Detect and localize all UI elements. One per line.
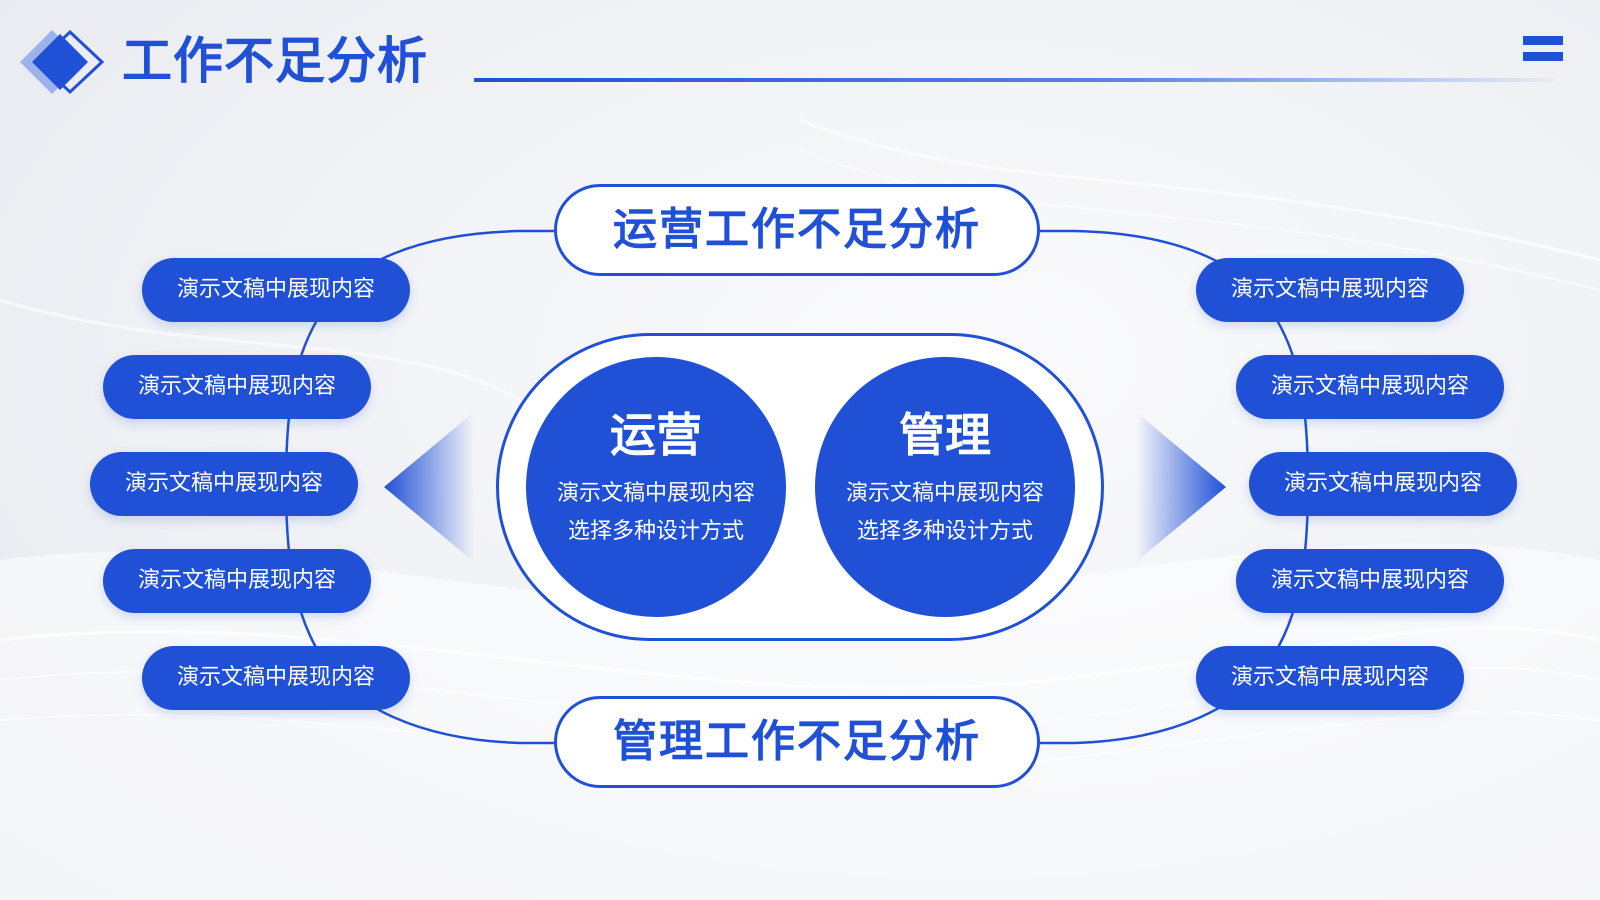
circle-title: 管理	[899, 408, 991, 462]
menu-icon[interactable]	[1523, 36, 1563, 64]
right-item-4: 演示文稿中展现内容	[1236, 549, 1504, 613]
right-item-3: 演示文稿中展现内容	[1249, 452, 1517, 516]
right-item-1: 演示文稿中展现内容	[1196, 258, 1464, 322]
section-title-operations: 运营工作不足分析	[554, 184, 1040, 276]
right-item-2: 演示文稿中展现内容	[1236, 355, 1504, 419]
left-item-3: 演示文稿中展现内容	[90, 452, 358, 516]
left-item-5: 演示文稿中展现内容	[142, 646, 410, 710]
left-item-4: 演示文稿中展现内容	[103, 549, 371, 613]
menu-bar	[1523, 36, 1563, 45]
section-title-management: 管理工作不足分析	[554, 696, 1040, 788]
circle-text-line: 选择多种设计方式	[567, 519, 744, 544]
circle-text-line: 演示文稿中展现内容	[845, 481, 1044, 506]
left-item-2: 演示文稿中展现内容	[103, 355, 371, 419]
circle-text-line: 演示文稿中展现内容	[556, 481, 755, 506]
page-title: 工作不足分析	[122, 32, 428, 90]
right-item-5: 演示文稿中展现内容	[1196, 646, 1464, 710]
circle-operations: 运营 演示文稿中展现内容 选择多种设计方式	[526, 357, 786, 617]
circle-title: 运营	[610, 408, 702, 462]
menu-bar	[1523, 52, 1563, 61]
arrow-right-icon	[1136, 412, 1226, 562]
circle-management: 管理 演示文稿中展现内容 选择多种设计方式	[815, 357, 1075, 617]
diamond-logo-icon	[20, 29, 105, 95]
circle-text-line: 选择多种设计方式	[856, 519, 1033, 544]
left-item-1: 演示文稿中展现内容	[142, 258, 410, 322]
header-divider	[474, 78, 1554, 82]
arrow-left-icon	[384, 412, 474, 562]
